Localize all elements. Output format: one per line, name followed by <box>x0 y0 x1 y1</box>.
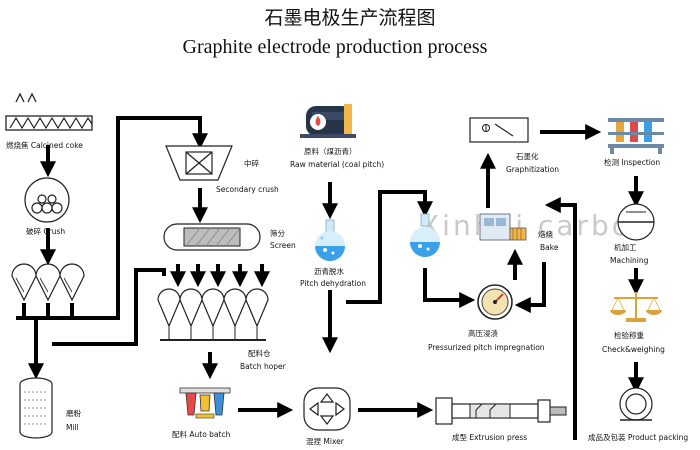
label-screen-en: Screen <box>270 241 296 250</box>
arrow-loop-to-impregnation <box>346 190 433 304</box>
label-raw-material-cn: 原料（煤沥青） <box>304 146 357 156</box>
label-packing: 成品及包装 Product packing <box>588 432 688 442</box>
pitch-dehydration-flask-icon <box>315 219 345 261</box>
scale-icon <box>610 292 662 322</box>
label-extrusion: 成型 Extrusion press <box>452 432 527 442</box>
pressure-gauge-icon <box>477 284 513 320</box>
auto-batch-icon <box>179 387 231 419</box>
label-bake-en: Bake <box>540 243 559 252</box>
label-calcined-coke: 燃烧焦 Calcined coke <box>6 140 83 150</box>
product-packing-icon <box>619 387 653 421</box>
impregnation-feed-flask-icon <box>410 213 440 257</box>
label-secondary-crush-en: Secondary crush <box>216 185 279 194</box>
watermark: Xinhui carbon <box>420 209 653 242</box>
screen-icon <box>163 223 261 251</box>
label-impregnation-cn: 高压浸渍 <box>468 328 498 338</box>
machining-icon <box>617 203 655 241</box>
label-graphitization-cn: 石墨化 <box>516 151 539 161</box>
graphitization-furnace-icon <box>469 117 529 143</box>
label-check-en: Check&weighing <box>602 345 665 354</box>
label-inspection: 检测 Inspection <box>604 157 660 167</box>
crusher-icon <box>24 177 70 223</box>
raw-material-tanker-icon <box>300 104 356 138</box>
label-bake-cn: 焙烧 <box>538 229 553 239</box>
extrusion-press-icon <box>435 397 567 425</box>
label-batch-hoper-en: Batch hoper <box>240 362 287 371</box>
label-graphitization-en: Graphitization <box>506 165 559 174</box>
label-check-cn: 检验称重 <box>614 330 644 340</box>
arrow-to-secondary-crush <box>116 116 208 318</box>
label-machining-cn: 机加工 <box>614 242 637 252</box>
cyclone-icon <box>11 263 85 302</box>
label-pitch-dehydration-en: Pitch dehydration <box>300 279 366 288</box>
secondary-crusher-icon <box>165 145 233 181</box>
label-secondary-crush-cn: 中碎 <box>244 158 259 168</box>
label-batch-hoper-cn: 配料仓 <box>248 348 271 358</box>
flow-lines <box>16 116 644 440</box>
mixer-icon <box>303 387 351 431</box>
label-crush: 破碎 Crush <box>26 226 65 236</box>
label-mill-cn: 磨粉 <box>66 408 81 418</box>
label-pitch-dehydration-cn: 沥青脱水 <box>314 266 344 276</box>
inspection-rack-icon <box>608 118 664 154</box>
bake-furnace-icon <box>479 213 527 241</box>
title-english: Graphite electrode production process <box>183 36 488 58</box>
calcined-coke-conveyor-icon <box>5 92 93 131</box>
label-mill-en: Mill <box>66 423 79 432</box>
title-chinese: 石墨电极生产流程图 <box>264 7 435 29</box>
batch-hopper-icon <box>157 288 269 341</box>
label-auto-batch: 配料 Auto batch <box>172 429 231 439</box>
mill-silo-icon <box>19 377 53 439</box>
label-impregnation-en: Pressurized pitch impregnation <box>428 343 545 352</box>
label-screen-cn: 筛分 <box>270 228 285 238</box>
label-mixer: 混捏 Mixer <box>306 437 345 446</box>
label-machining-en: Machining <box>610 256 649 265</box>
arrow-extrusion-to-bake <box>544 197 577 440</box>
label-raw-material-en: Raw material (coal pitch) <box>290 160 384 169</box>
